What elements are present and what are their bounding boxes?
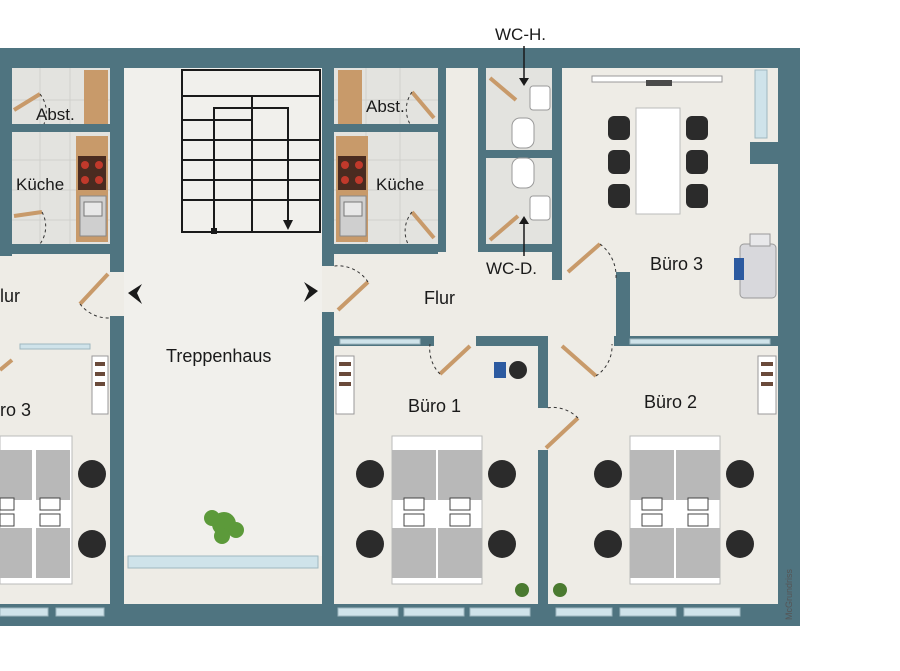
conference-table bbox=[591, 75, 723, 215]
desk-cluster-buero1 bbox=[356, 435, 516, 585]
person-icon bbox=[494, 361, 527, 379]
plant-icon bbox=[204, 510, 244, 544]
credit-watermark: McGrundriss bbox=[784, 568, 794, 620]
stair-arrow-icon bbox=[283, 220, 293, 230]
copier bbox=[734, 233, 777, 299]
label-wc-d: WC-D. bbox=[486, 259, 537, 278]
walls bbox=[0, 48, 800, 626]
wc-d-arrow-icon bbox=[519, 216, 529, 224]
label-buero2: Büro 2 bbox=[644, 392, 697, 412]
arrow-left-icon bbox=[128, 284, 142, 304]
staircase bbox=[181, 69, 321, 233]
label-abst-right: Abst. bbox=[366, 97, 405, 116]
windows bbox=[0, 69, 771, 617]
desk-cluster-buero3-left bbox=[0, 435, 106, 585]
label-flur: Flur bbox=[424, 288, 455, 308]
wc-h-arrow-icon bbox=[519, 78, 529, 86]
label-treppenhaus: Treppenhaus bbox=[166, 346, 271, 366]
label-kueche-left: Küche bbox=[16, 175, 64, 194]
label-kueche-right: Küche bbox=[376, 175, 424, 194]
stair-window bbox=[127, 555, 319, 569]
abst-cabinet-right bbox=[338, 70, 362, 124]
kitchen-right bbox=[336, 136, 368, 242]
stair-start-marker bbox=[211, 228, 217, 234]
label-flur-left: lur bbox=[0, 286, 20, 306]
label-wc-h: WC-H. bbox=[495, 25, 546, 44]
label-abst-left: Abst. bbox=[36, 105, 75, 124]
label-buero3-left: ro 3 bbox=[0, 400, 31, 420]
abst-cabinet-left bbox=[84, 70, 108, 124]
label-buero3: Büro 3 bbox=[650, 254, 703, 274]
wc-fixtures bbox=[511, 85, 551, 221]
plant-small-icon bbox=[515, 583, 567, 597]
arrow-right-icon bbox=[304, 282, 318, 302]
doors bbox=[0, 76, 617, 450]
desk-cluster-buero2 bbox=[594, 435, 754, 585]
label-buero1: Büro 1 bbox=[408, 396, 461, 416]
shelves bbox=[91, 355, 777, 415]
kitchen-left bbox=[76, 136, 108, 242]
